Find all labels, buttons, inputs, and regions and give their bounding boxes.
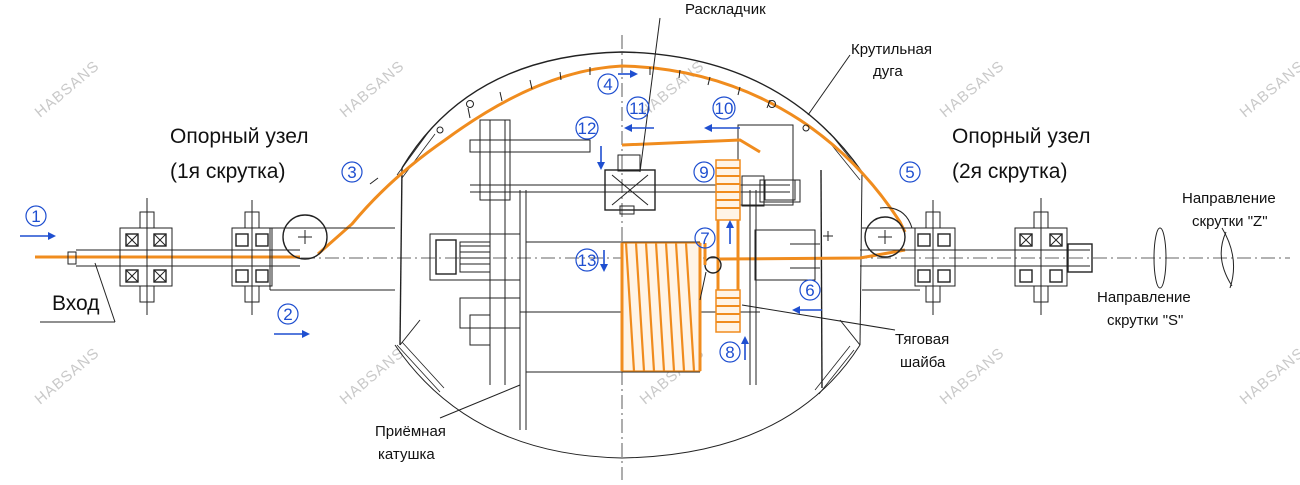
- layer-rail: [469, 139, 591, 153]
- right-bearing-2: [1014, 198, 1068, 315]
- watermark: HABSANS: [337, 344, 408, 408]
- takeup-label-2: катушка: [378, 446, 435, 463]
- step-5-label: 5: [905, 163, 914, 182]
- layer-upper-wire: [621, 138, 761, 154]
- step-6-label: 6: [805, 281, 814, 300]
- capstan-sheave: [699, 159, 796, 333]
- support-right-label-2: (2я скрутка): [952, 160, 1067, 183]
- step-10-label: 10: [715, 99, 734, 118]
- support-left-label-2: (1я скрутка): [170, 160, 285, 183]
- cradle-bottom-arc: [394, 344, 861, 459]
- watermark: HABSANS: [337, 57, 408, 121]
- left-bearing-2: [231, 200, 273, 315]
- left-guide-pulley: [282, 214, 328, 260]
- takeup-reel-winding: [620, 242, 702, 372]
- takeup-label-1: Приёмная: [375, 423, 446, 440]
- direction-s-label-1: Направление: [1097, 289, 1191, 306]
- left-wall: [399, 167, 403, 346]
- right-bottom-strip: [818, 349, 855, 395]
- watermark: HABSANS: [937, 57, 1008, 121]
- left-bearing-1: [119, 198, 173, 315]
- step-3-label: 3: [347, 163, 356, 182]
- layer-label: Раскладчик: [685, 1, 766, 18]
- arc-bolt: [436, 126, 444, 134]
- twist-symbols: [1153, 227, 1235, 289]
- right-shaft-end: [1067, 243, 1093, 273]
- step-2-label: 2: [283, 305, 292, 324]
- twist-arc-label-2: дуга: [873, 63, 903, 80]
- capstan-label-1: Тяговая: [895, 331, 949, 348]
- right-bottom-strip: [814, 345, 851, 391]
- watermark: HABSANS: [937, 344, 1008, 408]
- step-1-label: 1: [31, 207, 40, 226]
- reel-motor: [429, 233, 521, 281]
- capstan-drive: [754, 229, 816, 281]
- traverse-carriage: [604, 154, 656, 215]
- watermark: HABSANS: [1237, 57, 1300, 121]
- capstan-label-2: шайба: [900, 354, 946, 371]
- step-8-label: 8: [725, 343, 734, 362]
- direction-s-label-2: скрутки "S": [1107, 312, 1183, 329]
- step-1-circle: [25, 205, 47, 227]
- left-shelf: [399, 319, 421, 346]
- right-shaft-assembly: [860, 198, 1093, 315]
- step-markers: 1 2 3 4 5 6 7 8 9 10 11: [20, 70, 921, 363]
- support-right-label-1: Опорный узел: [952, 125, 1090, 148]
- input-tip: [67, 251, 77, 265]
- left-bottom-strip: [401, 341, 445, 389]
- arc-bolt: [466, 100, 474, 108]
- left-shaft-assembly: [67, 198, 395, 315]
- arc-bolt: [768, 100, 776, 108]
- direction-z-label-1: Направление: [1182, 190, 1276, 207]
- leader-lines: [40, 17, 896, 419]
- text-labels: Раскладчик Крутильная дуга Опорный узел …: [52, 1, 1276, 463]
- input-label: Вход: [52, 292, 100, 315]
- right-bearing-1: [914, 200, 956, 315]
- inner-frame: [429, 119, 833, 430]
- arc-bolt: [802, 124, 810, 132]
- upper-bracket: [479, 119, 511, 201]
- step-11-label: 11: [629, 99, 647, 118]
- left-bottom-strip: [396, 344, 441, 393]
- direction-z-label-2: скрутки "Z": [1192, 213, 1268, 230]
- watermark: HABSANS: [32, 344, 103, 408]
- return-wire: [719, 248, 906, 261]
- helix-z-icon: [1153, 227, 1167, 289]
- right-shelf: [839, 319, 861, 346]
- step-9-label: 9: [699, 163, 708, 182]
- step-7-label: 7: [700, 229, 709, 248]
- right-wall: [820, 169, 823, 389]
- right-guide-pulley: [864, 216, 906, 258]
- cradle-top-arc: [401, 51, 863, 173]
- step-12-label: 12: [578, 119, 597, 138]
- left-top-strip: [401, 133, 436, 179]
- support-left-label-1: Опорный узел: [170, 125, 308, 148]
- step-13-label: 13: [578, 251, 597, 270]
- twist-arc-label-1: Крутильная: [851, 41, 932, 58]
- watermark: HABSANS: [32, 57, 103, 121]
- right-pulley-guard: [879, 207, 913, 229]
- twist-arc-wire: [317, 64, 907, 256]
- watermark: HABSANS: [1237, 344, 1300, 408]
- step-4-label: 4: [603, 75, 612, 94]
- left-top-strip: [396, 129, 431, 176]
